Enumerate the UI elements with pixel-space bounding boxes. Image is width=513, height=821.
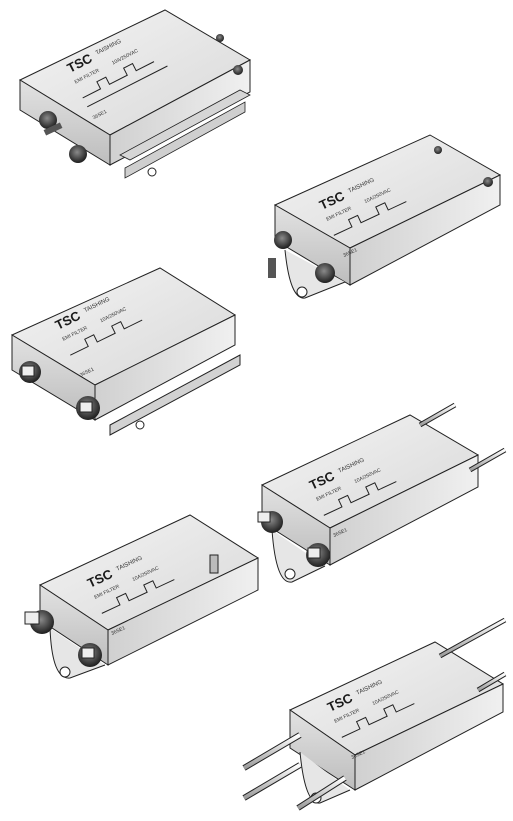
filter-unit-faston-tab: TSC TAISHING EMI FILTER 10A/250VAC 36SE1 [24, 514, 260, 679]
svg-text:36SE1: 36SE1 [332, 527, 348, 539]
circuit-diagram [82, 61, 155, 99]
svg-text:36SE1: 36SE1 [110, 625, 126, 637]
faston-terminal [19, 361, 100, 420]
svg-text:36SE1: 36SE1 [342, 247, 358, 259]
faston-terminal [257, 511, 330, 567]
filter-unit-wire-lead-faston: TSC TAISHING EMI FILTER 10A/250VAC 36SE1 [257, 402, 507, 583]
filter-unit-wire-lead: TSC TAISHING EMI FILTER 10A/250VAC 36SE1 [242, 617, 507, 811]
svg-text:36SE1: 36SE1 [350, 749, 366, 761]
screw-terminal [39, 34, 243, 163]
filter-unit-screw-terminal-tab: TSC TAISHING EMI FILTER 10A/250VAC 36SE1 [268, 134, 502, 299]
filter-unit-faston-flat: TSC TAISHING EMI FILTER 10A/250VAC 36SE1 [10, 267, 241, 436]
screw-terminal [268, 146, 493, 283]
faston-terminal [24, 554, 219, 667]
wire-lead [242, 617, 507, 811]
wire-lead [418, 402, 507, 473]
filter-unit-screw-terminal-flat: TSC TAISHING EMI FILTER 10A/250VAC 36SE1 [18, 9, 252, 179]
